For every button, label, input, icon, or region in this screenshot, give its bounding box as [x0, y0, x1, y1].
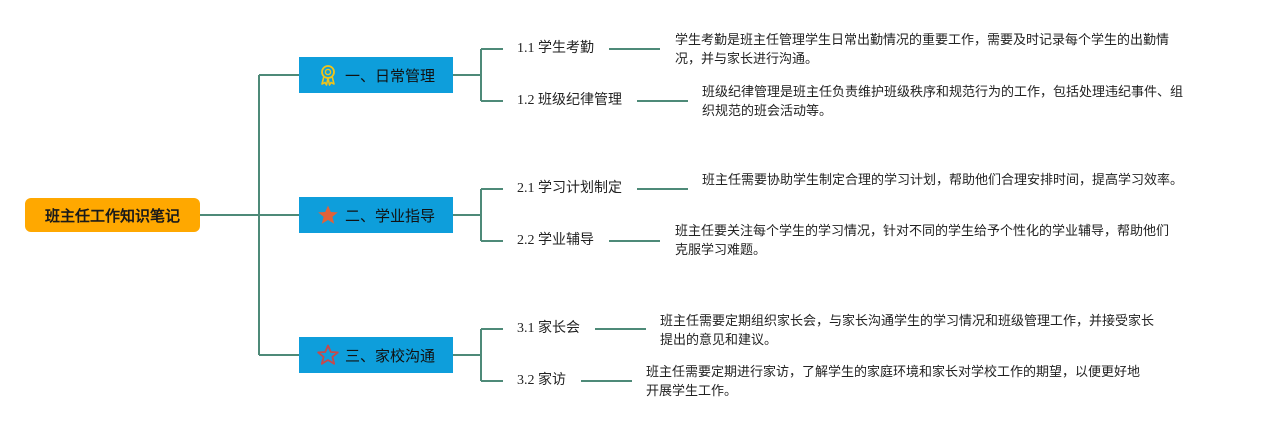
branch-label: 一、日常管理: [344, 66, 435, 85]
award-ribbon-icon: [317, 64, 339, 86]
root-label: 班主任工作知识笔记: [44, 206, 180, 225]
branch-daily-management[interactable]: 一、日常管理: [299, 57, 453, 93]
topic-home-visit[interactable]: 3.2 家访: [517, 373, 566, 388]
connector-branch-3-spine: [453, 328, 503, 382]
desc-home-visit: 班主任需要定期进行家访，了解学生的家庭环境和家长对学校工作的期望，以便更好地开展…: [646, 365, 1141, 399]
topic-class-discipline[interactable]: 1.2 班级纪律管理: [517, 93, 622, 108]
desc-class-discipline: 班级纪律管理是班主任负责维护班级秩序和规范行为的工作，包括处理违纪事件、组织规范…: [702, 85, 1184, 119]
topic-academic-tutoring[interactable]: 2.2 学业辅导: [517, 233, 594, 248]
branch-home-school-communication[interactable]: 三、家校沟通: [299, 337, 453, 373]
root-node[interactable]: 班主任工作知识笔记: [25, 198, 200, 232]
desc-attendance: 学生考勤是班主任管理学生日常出勤情况的重要工作，需要及时记录每个学生的出勤情况，…: [675, 33, 1170, 67]
branch-label: 三、家校沟通: [344, 346, 435, 365]
topic-attendance[interactable]: 1.1 学生考勤: [517, 41, 594, 56]
branch-academic-guidance[interactable]: 二、学业指导: [299, 197, 453, 233]
connector-branch-2-spine: [453, 188, 503, 242]
star-outline-icon: [317, 344, 339, 366]
branch-label: 二、学业指导: [344, 206, 435, 225]
star-filled-icon: [317, 204, 339, 226]
topic-parent-meeting[interactable]: 3.1 家长会: [517, 321, 580, 336]
desc-academic-tutoring: 班主任要关注每个学生的学习情况，针对不同的学生给予个性化的学业辅导，帮助他们克服…: [675, 224, 1170, 258]
topic-study-plan[interactable]: 2.1 学习计划制定: [517, 181, 622, 196]
desc-study-plan: 班主任需要协助学生制定合理的学习计划，帮助他们合理安排时间，提高学习效率。: [702, 173, 1184, 188]
desc-parent-meeting: 班主任需要定期组织家长会，与家长沟通学生的学习情况和班级管理工作，并接受家长提出…: [660, 314, 1155, 348]
connector-branch-1-spine: [453, 48, 503, 102]
